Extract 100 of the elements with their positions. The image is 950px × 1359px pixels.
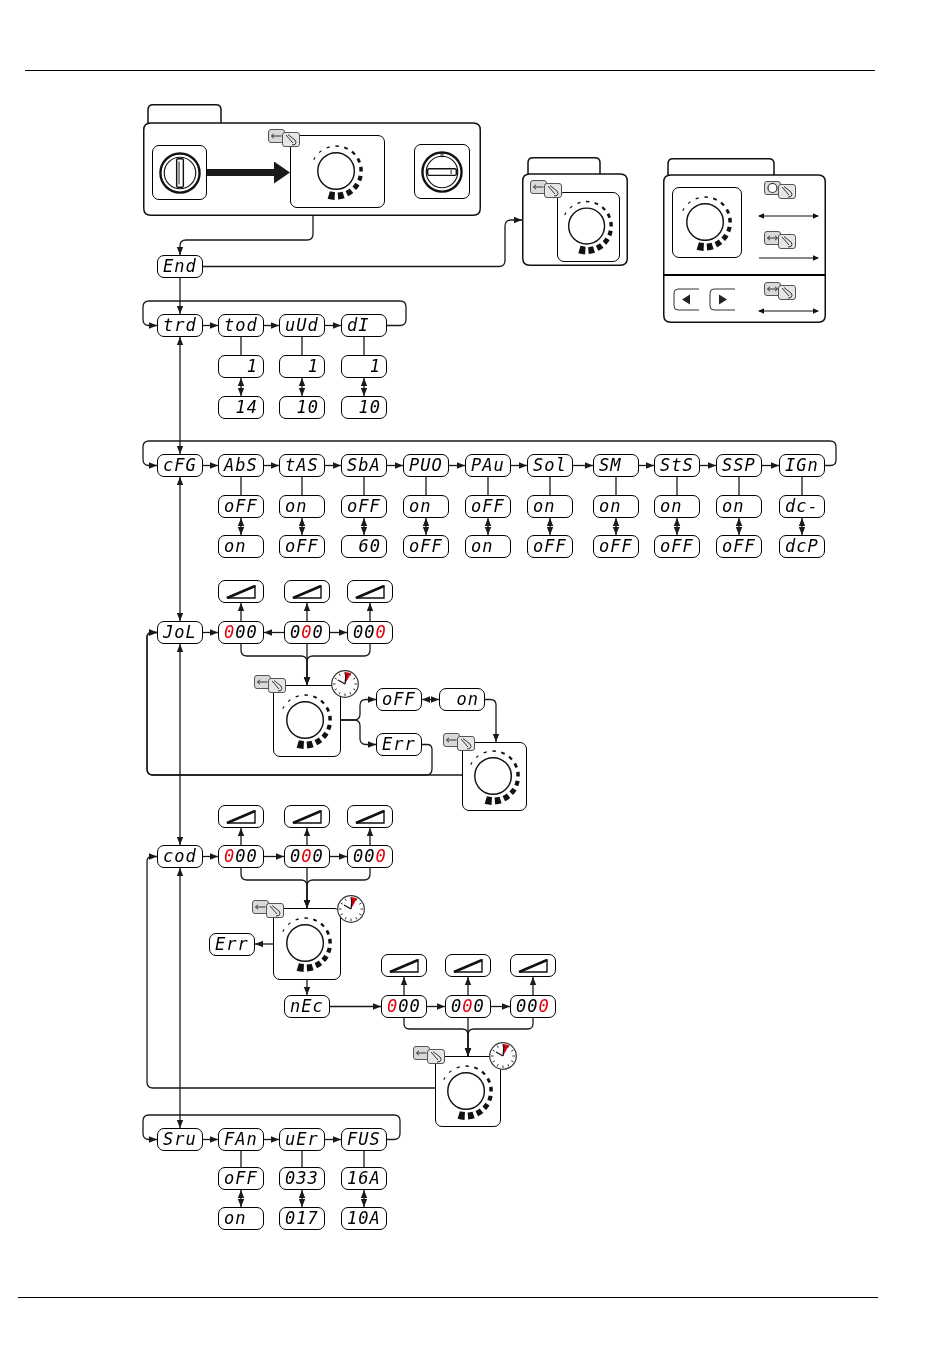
lcd-display: oFF <box>465 495 511 518</box>
connector-arrow <box>237 1189 245 1208</box>
connector-line <box>301 336 303 356</box>
lcd-display: dcP <box>779 535 825 558</box>
lcd-display: oFF <box>716 535 762 558</box>
connector-arrow <box>448 462 466 469</box>
connector-line <box>240 476 242 496</box>
lcd-display: on <box>218 535 264 558</box>
lcd-display: 1 <box>341 355 387 378</box>
lcd-display: Sru <box>157 1128 203 1151</box>
connector-arrow <box>324 322 342 329</box>
connector-arrow <box>142 440 837 469</box>
connector-arrow <box>324 462 342 469</box>
connector-line <box>549 476 551 496</box>
lcd-display: dI <box>341 314 387 337</box>
lcd-display: 10 <box>279 396 325 419</box>
lcd-display: uEr <box>279 1128 325 1151</box>
connector-arrow <box>176 277 184 315</box>
connector-arrow <box>263 322 280 329</box>
connector-arrow <box>298 1189 306 1208</box>
knob-panel <box>435 1056 501 1127</box>
lcd-display: End <box>157 255 203 278</box>
ramp-display <box>218 805 264 828</box>
lcd-display: 10 <box>341 396 387 419</box>
connector-arrow <box>303 643 371 686</box>
connector-arrow <box>237 517 245 536</box>
lcd-display: PUO <box>403 454 449 477</box>
lcd-display: 10A <box>341 1207 387 1230</box>
connector-arrow <box>638 462 655 469</box>
connector-arrow <box>202 629 219 636</box>
ramp-display <box>347 580 393 603</box>
lcd-display: 14 <box>218 396 264 419</box>
knob-panel <box>557 192 620 262</box>
lcd-display: oFF <box>527 535 573 558</box>
connector-arrow <box>735 517 743 536</box>
connector-arrow <box>202 1136 219 1143</box>
connector-line <box>363 476 365 496</box>
lcd-display: cod <box>157 845 203 868</box>
connector-arrow <box>546 517 554 536</box>
lcd-display: on <box>527 495 573 518</box>
lcd-display: SM <box>593 454 639 477</box>
connector-arrow <box>202 216 523 268</box>
lcd-display: 000 <box>510 995 556 1018</box>
lcd-display: trd <box>157 314 203 337</box>
connector-arrow <box>176 476 184 622</box>
knob-panel <box>290 135 385 208</box>
lcd-display: PAu <box>465 454 511 477</box>
lcd-display: on <box>593 495 639 518</box>
connector-arrow <box>176 336 184 455</box>
lcd-display: on <box>403 495 449 518</box>
lcd-display: 1 <box>279 355 325 378</box>
connector-arrow <box>464 1017 534 1057</box>
connector-line <box>301 1150 303 1168</box>
lcd-display: 000 <box>284 845 330 868</box>
connector-line <box>487 476 489 496</box>
ramp-display <box>284 580 330 603</box>
connector-arrow <box>263 1136 280 1143</box>
connector-line <box>363 1150 365 1168</box>
lcd-display: Err <box>376 733 422 756</box>
connector-arrow <box>360 1189 368 1208</box>
lcd-display: IGn <box>779 454 825 477</box>
connector-arrow <box>303 867 371 909</box>
connector-arrow <box>329 629 348 636</box>
connector-arrow <box>263 629 285 636</box>
connector-arrow <box>572 462 594 469</box>
switch-panel <box>152 145 207 200</box>
connector-line <box>801 476 803 496</box>
lcd-display: cFG <box>157 454 203 477</box>
connector-arrow <box>484 517 492 536</box>
ramp-display <box>218 580 264 603</box>
connector-arrow <box>303 827 311 846</box>
connector-arrow <box>303 979 311 996</box>
connector-arrow <box>421 696 440 703</box>
lcd-display: 000 <box>347 621 393 644</box>
lcd-display: tod <box>218 314 264 337</box>
connector-arrow <box>263 853 285 860</box>
lcd-display: oFF <box>218 1167 264 1190</box>
connector-arrow <box>176 643 184 846</box>
connector-arrow <box>237 377 245 397</box>
tabbed-panel <box>522 157 628 266</box>
connector-arrow <box>298 377 306 397</box>
lcd-display: oFF <box>654 535 700 558</box>
lcd-display: on <box>716 495 762 518</box>
lcd-display: StS <box>654 454 700 477</box>
lcd-display: on <box>279 495 325 518</box>
knob-panel <box>273 685 341 757</box>
knob-panel <box>273 908 341 980</box>
connector-line <box>240 336 242 356</box>
connector-arrow <box>699 462 717 469</box>
lcd-display: on <box>439 688 485 711</box>
connector-arrow <box>612 517 620 536</box>
connector-line <box>425 476 427 496</box>
connector-arrow <box>422 517 430 536</box>
lcd-display: 033 <box>279 1167 325 1190</box>
lcd-display: 000 <box>381 995 427 1018</box>
lcd-display: 017 <box>279 1207 325 1230</box>
lcd-display: 000 <box>284 621 330 644</box>
connector-arrow <box>202 322 219 329</box>
connector-arrow <box>490 1003 511 1010</box>
knob-panel <box>462 742 527 811</box>
